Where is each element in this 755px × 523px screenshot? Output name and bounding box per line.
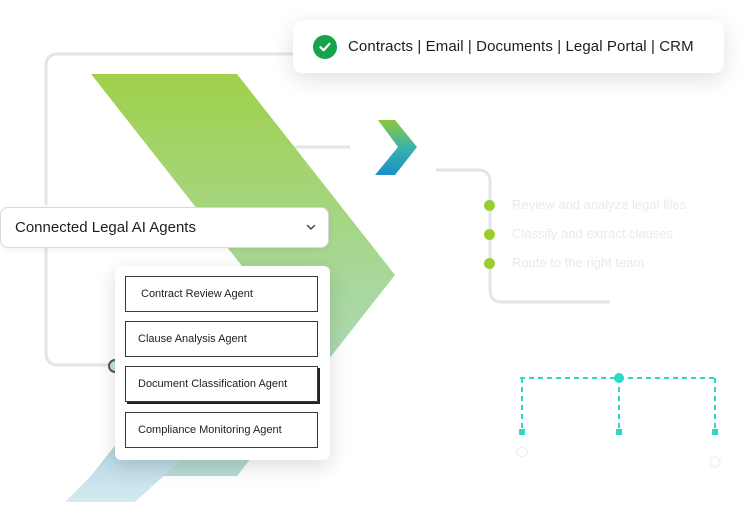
agent-compliance-monitoring[interactable]: Compliance Monitoring Agent xyxy=(125,412,318,448)
agents-panel: Contract Review Agent Clause Analysis Ag… xyxy=(115,266,330,460)
agents-dropdown[interactable]: Connected Legal AI Agents xyxy=(0,207,329,248)
check-circle-icon xyxy=(313,34,337,59)
tree-root-node xyxy=(614,373,624,383)
dashed-tree-graphic xyxy=(520,377,718,432)
agent-document-classification[interactable]: Document Classification Agent xyxy=(125,366,318,402)
chevron-down-icon xyxy=(306,224,316,230)
tree-leaf-node-2 xyxy=(616,429,622,435)
agent-label: Contract Review Agent xyxy=(141,288,253,300)
agent-label: Clause Analysis Agent xyxy=(138,333,247,345)
tree-leaf-node-3 xyxy=(712,429,718,435)
list-bullet-3 xyxy=(484,258,495,269)
integrations-label: Contracts | Email | Documents | Legal Po… xyxy=(348,38,694,55)
faded-list-item-2: Classify and extract clauses xyxy=(512,226,674,241)
tree-leaf-node-1 xyxy=(519,429,525,435)
faded-list-item-1: Review and analyze legal files xyxy=(512,197,687,212)
small-chevron-icon xyxy=(375,120,417,175)
dropdown-label: Connected Legal AI Agents xyxy=(15,219,196,236)
agent-label: Document Classification Agent xyxy=(138,378,288,390)
integrations-badge: Contracts | Email | Documents | Legal Po… xyxy=(293,20,724,73)
connector-top xyxy=(44,52,300,205)
blue-band-shape xyxy=(65,452,190,502)
agent-label: Compliance Monitoring Agent xyxy=(138,424,282,436)
list-bullet-1 xyxy=(484,200,495,211)
list-bullet-2 xyxy=(484,229,495,240)
faded-list-item-3: Route to the right team xyxy=(512,255,645,270)
agent-contract-review[interactable]: Contract Review Agent xyxy=(125,276,318,312)
agent-clause-analysis[interactable]: Clause Analysis Agent xyxy=(125,321,318,357)
connector-left xyxy=(44,248,110,367)
